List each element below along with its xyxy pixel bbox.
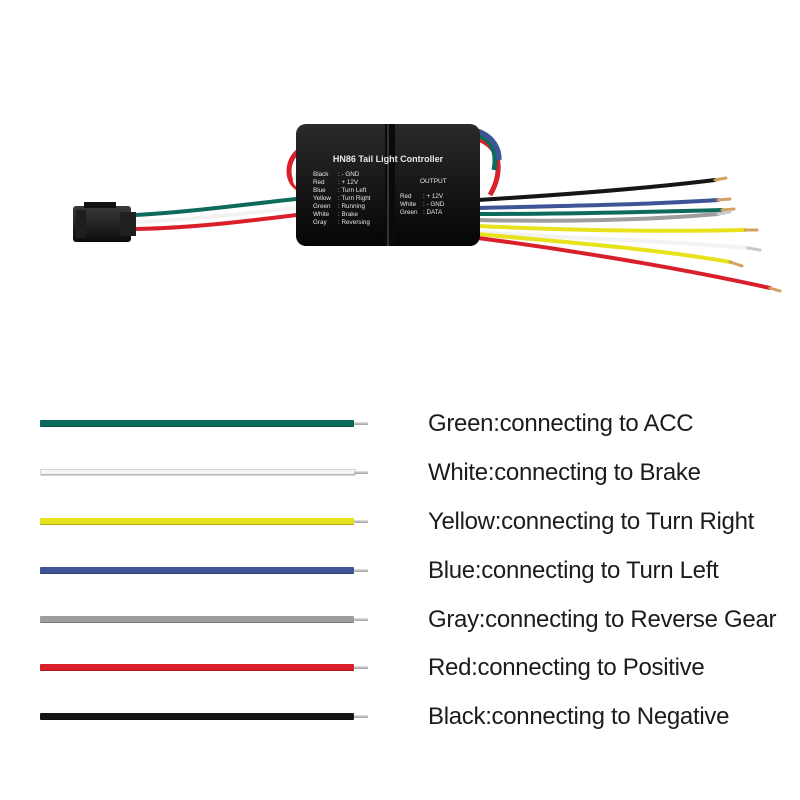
- pin-function: : - GND: [423, 201, 445, 208]
- pin-wire: Black: [313, 171, 329, 178]
- wire-tip: [354, 715, 368, 718]
- blue-wire-swatch: [40, 567, 354, 574]
- legend-row-black: Black:connecting to Negative: [0, 702, 800, 732]
- connector-plug: [73, 202, 136, 242]
- input-pin-table: Black : - GND Red : + 12V Blue : Turn Le…: [313, 171, 371, 226]
- controller-box: [296, 124, 480, 246]
- pin-wire: Yellow: [313, 195, 331, 202]
- pin-function: : Turn Right: [338, 195, 371, 202]
- pin-function: : Turn Left: [338, 187, 367, 194]
- legend-label: White:connecting to Brake: [428, 459, 701, 486]
- pin-function: : + 12V: [423, 193, 444, 200]
- wire-tips: [713, 176, 782, 293]
- pin-wire: White: [400, 201, 417, 208]
- pin-wire: Green: [313, 203, 331, 210]
- legend-label: Black:connecting to Negative: [428, 703, 730, 730]
- legend-label: Gray:connecting to Reverse Gear: [428, 606, 777, 633]
- product-photo: HN86 Tail Light Controller Black : - GND…: [73, 124, 782, 293]
- pin-function: : Reversing: [338, 219, 370, 226]
- legend-label: Green:connecting to ACC: [428, 410, 694, 437]
- black-wire-swatch: [40, 713, 354, 720]
- legend-row-blue: Blue:connecting to Turn Left: [0, 556, 800, 586]
- pin-function: : + 12V: [338, 179, 359, 186]
- legend-row-gray: Gray:connecting to Reverse Gear: [0, 605, 800, 635]
- pin-function: : DATA: [423, 209, 443, 216]
- wire-tip: [354, 422, 368, 425]
- wire-tip: [354, 520, 368, 523]
- legend-row-yellow: Yellow:connecting to Turn Right: [0, 507, 800, 537]
- pin-wire: Green: [400, 209, 418, 216]
- output-heading: OUTPUT: [420, 178, 447, 185]
- green-wire-swatch: [40, 420, 354, 427]
- wire-tip: [354, 618, 368, 621]
- output-wires-right: [476, 178, 772, 290]
- red-wire-swatch: [40, 664, 354, 671]
- gray-wire-swatch: [40, 616, 354, 623]
- legend-row-white: White:connecting to Brake: [0, 458, 800, 488]
- pin-wire: Blue: [313, 187, 326, 194]
- legend-row-red: Red:connecting to Positive: [0, 653, 800, 683]
- output-pin-table: Red : + 12V White : - GND Green : DATA: [400, 193, 445, 216]
- legend-label: Yellow:connecting to Turn Right: [428, 508, 755, 535]
- legend-row-green: Green:connecting to ACC: [0, 409, 800, 439]
- legend-label: Red:connecting to Positive: [428, 654, 705, 681]
- yellow-wire-swatch: [40, 518, 354, 525]
- pin-wire: Gray: [313, 219, 327, 226]
- pin-wire: Red: [313, 179, 325, 186]
- wire-tip: [354, 666, 368, 669]
- pin-function: : Brake: [338, 211, 358, 218]
- pin-function: : - GND: [338, 171, 360, 178]
- legend-label: Blue:connecting to Turn Left: [428, 557, 719, 584]
- white-wire-swatch: [40, 469, 356, 476]
- pin-wire: Red: [400, 193, 412, 200]
- input-wires-left: [135, 196, 306, 231]
- controller-title: HN86 Tail Light Controller: [333, 154, 444, 164]
- wire-tip: [354, 569, 368, 572]
- pin-wire: White: [313, 211, 330, 218]
- wire-tip: [354, 471, 368, 474]
- pin-function: : Running: [338, 203, 365, 210]
